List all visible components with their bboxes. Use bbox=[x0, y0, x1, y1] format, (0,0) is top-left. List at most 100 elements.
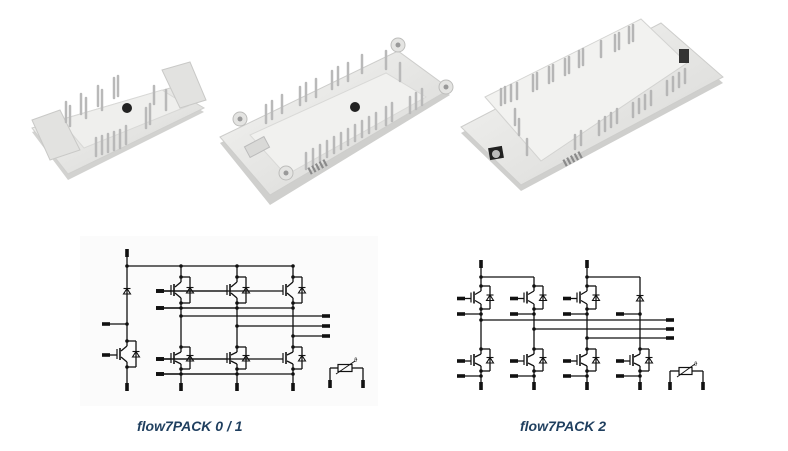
terminal-pin bbox=[125, 383, 129, 391]
wire bbox=[474, 353, 482, 358]
terminal-pin bbox=[510, 312, 518, 316]
module-photo-flow2: ▌▌▌▌▌ bbox=[460, 18, 724, 191]
terminal-pin bbox=[666, 336, 674, 340]
terminal-pin bbox=[479, 382, 483, 390]
wire bbox=[527, 362, 535, 367]
terminal-pin bbox=[616, 312, 624, 316]
diode-symbol bbox=[635, 294, 645, 302]
junction-dot bbox=[532, 284, 536, 288]
wire bbox=[474, 299, 482, 305]
diode-symbol bbox=[241, 354, 251, 362]
terminal-pin bbox=[616, 359, 624, 363]
junction-dot bbox=[179, 301, 183, 305]
diode-symbol bbox=[538, 356, 548, 364]
diode-symbol bbox=[185, 354, 195, 362]
junction-dot bbox=[125, 339, 129, 343]
terminal-pin bbox=[179, 383, 183, 391]
igbt-with-diode bbox=[457, 347, 495, 378]
wire bbox=[580, 362, 588, 367]
terminal-pin bbox=[666, 318, 674, 322]
wire bbox=[174, 281, 182, 288]
terminal-pin bbox=[563, 312, 571, 316]
igbt-with-diode bbox=[510, 284, 548, 316]
junction-dot bbox=[532, 347, 536, 351]
module-photo-flow0 bbox=[31, 61, 207, 180]
terminal-pin bbox=[361, 380, 365, 388]
wire bbox=[230, 351, 238, 356]
terminal-pin bbox=[235, 383, 239, 391]
wire bbox=[633, 353, 641, 358]
diode-symbol bbox=[297, 286, 307, 294]
ntc-label: ϑ bbox=[694, 362, 698, 368]
wire bbox=[580, 353, 588, 358]
wire bbox=[120, 345, 128, 352]
wire bbox=[230, 360, 238, 365]
wire bbox=[230, 281, 238, 288]
terminal-pin bbox=[156, 289, 164, 293]
igbt-with-diode bbox=[102, 339, 141, 369]
junction-dot bbox=[125, 365, 129, 369]
wire bbox=[174, 292, 182, 299]
wire bbox=[527, 290, 535, 296]
igbt-with-diode bbox=[457, 284, 495, 316]
wire bbox=[676, 363, 696, 378]
junction-dot bbox=[235, 367, 239, 371]
junction-dot bbox=[479, 307, 483, 311]
terminal-pin bbox=[457, 374, 465, 378]
junction-dot bbox=[532, 369, 536, 373]
terminal-pin bbox=[510, 359, 518, 363]
diode-symbol bbox=[591, 356, 601, 364]
terminal-pin bbox=[585, 260, 589, 268]
wire bbox=[230, 292, 238, 299]
schematic-flow7pack-0-1: ϑ bbox=[102, 249, 365, 391]
wire bbox=[286, 360, 294, 365]
terminal-pin bbox=[638, 382, 642, 390]
terminal-pin bbox=[156, 357, 164, 361]
wire bbox=[286, 292, 294, 299]
terminal-pin bbox=[532, 382, 536, 390]
diode-symbol bbox=[297, 354, 307, 362]
junction-dot bbox=[479, 284, 483, 288]
ntc-thermistor: ϑ bbox=[328, 358, 365, 388]
ntc-label: ϑ bbox=[354, 358, 358, 364]
caption-flow7pack-0-1: flow7PACK 0 / 1 bbox=[137, 418, 243, 434]
ntc-thermistor: ϑ bbox=[668, 362, 705, 390]
wire bbox=[286, 351, 294, 356]
junction-dot bbox=[235, 345, 239, 349]
diode-symbol bbox=[131, 350, 141, 358]
terminal-pin bbox=[666, 327, 674, 331]
igbt-with-diode bbox=[156, 345, 307, 376]
junction-dot bbox=[291, 301, 295, 305]
wire bbox=[120, 356, 128, 363]
terminal-pin bbox=[291, 383, 295, 391]
terminal-pin bbox=[563, 374, 571, 378]
wire bbox=[335, 360, 356, 375]
wire bbox=[474, 290, 482, 296]
terminal-pin bbox=[701, 382, 705, 390]
terminal-pin bbox=[156, 372, 164, 376]
junction-dot bbox=[179, 345, 183, 349]
junction-dot bbox=[291, 275, 295, 279]
junction-dot bbox=[179, 314, 183, 318]
junction-dot bbox=[532, 307, 536, 311]
wire bbox=[580, 290, 588, 296]
terminal-pin bbox=[102, 353, 110, 357]
diode-symbol bbox=[644, 356, 654, 364]
terminal-pin bbox=[322, 314, 330, 318]
igbt-with-diode bbox=[156, 275, 307, 310]
junction-dot bbox=[585, 369, 589, 373]
diode-symbol bbox=[485, 293, 495, 302]
terminal-pin bbox=[479, 260, 483, 268]
module-photo-flow1: ▌▌▌▌▌ bbox=[219, 37, 454, 205]
junction-dot bbox=[235, 301, 239, 305]
igbt-with-diode bbox=[156, 345, 251, 376]
diode-symbol bbox=[241, 286, 251, 294]
terminal-pin bbox=[102, 322, 110, 326]
terminal-pin bbox=[457, 359, 465, 363]
caption-flow7pack-2: flow7PACK 2 bbox=[520, 418, 607, 434]
junction-dot bbox=[479, 369, 483, 373]
terminal-pin bbox=[668, 382, 672, 390]
junction-dot bbox=[235, 275, 239, 279]
wire bbox=[474, 362, 482, 367]
igbt-with-diode bbox=[510, 347, 548, 378]
